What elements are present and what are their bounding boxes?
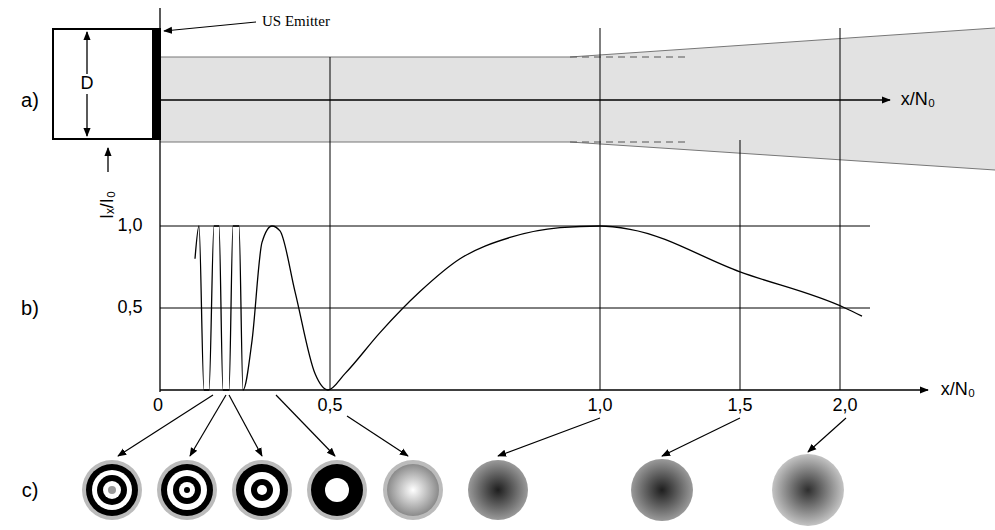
beam-cross-section xyxy=(387,464,439,516)
beam-cross-section xyxy=(631,459,693,521)
tick-label: 1,0 xyxy=(117,216,142,236)
tick-label: 1,0 xyxy=(587,396,612,416)
pointer-arrow xyxy=(190,395,226,456)
beam-cross-section xyxy=(108,486,116,494)
pointer-arrow xyxy=(347,416,408,456)
y-axis xyxy=(159,8,160,392)
beam-cross-section xyxy=(157,460,217,520)
beam-cross-section xyxy=(92,470,132,510)
beam-cross-section xyxy=(383,460,443,520)
part-label: US Emitter xyxy=(262,13,330,30)
beam-cross-section xyxy=(97,475,127,505)
grid-line xyxy=(160,226,870,227)
beam-cross-section xyxy=(251,479,273,501)
grid-line xyxy=(160,308,870,309)
grid-line xyxy=(840,28,841,390)
beam-edge xyxy=(570,28,995,57)
grid-line xyxy=(740,140,741,390)
panel-letter: c) xyxy=(22,479,39,501)
panel-letter: a) xyxy=(21,89,39,111)
leader-line xyxy=(164,22,256,31)
axis-label: x/N₀ xyxy=(941,380,975,400)
pointer-arrow xyxy=(229,395,262,456)
tick-label: 0,5 xyxy=(117,298,142,318)
x-axis xyxy=(160,389,928,390)
beam-cross-section xyxy=(161,464,213,516)
axis-label: x/N₀ xyxy=(901,90,935,110)
beam-cross-section xyxy=(184,487,190,493)
panel-letter: b) xyxy=(21,297,39,319)
tick-label: 1,5 xyxy=(727,396,752,416)
beam-cross-section xyxy=(307,460,367,520)
beam-edge xyxy=(160,57,570,58)
emitter-housing: D xyxy=(52,28,155,140)
beam-cross-section xyxy=(173,476,201,504)
tick-label: 0 xyxy=(153,396,163,416)
beam-cross-section xyxy=(179,482,195,498)
pointer-arrow xyxy=(662,418,740,456)
beam-cross-section xyxy=(311,464,363,516)
near-field-boundary xyxy=(570,142,685,143)
beam-cross-section xyxy=(167,470,207,510)
beam-cross-section xyxy=(772,454,844,526)
beam-cross-section xyxy=(232,460,292,520)
axis-arrow xyxy=(107,148,108,172)
near-field-boundary xyxy=(570,57,685,58)
pointer-arrow xyxy=(118,395,213,456)
beam-cross-section xyxy=(257,485,267,495)
beam-cross-section xyxy=(468,460,528,520)
beam-cross-section xyxy=(236,464,288,516)
sound-beam xyxy=(160,28,995,170)
intensity-curve xyxy=(195,226,862,390)
tick-label: 0,5 xyxy=(317,396,342,416)
beam-edge xyxy=(570,142,995,170)
beam-cross-section xyxy=(86,464,138,516)
beam-cross-section xyxy=(103,481,121,499)
grid-line xyxy=(330,57,331,390)
beam-cross-section xyxy=(82,460,142,520)
grid-line xyxy=(600,28,601,390)
tick-label: 2,0 xyxy=(832,396,857,416)
dimension-label: D xyxy=(79,74,96,94)
axis-label: Iₓ/I₀ xyxy=(98,191,118,219)
pointer-arrow xyxy=(498,418,600,456)
x-axis xyxy=(160,99,890,100)
pointer-arrow xyxy=(808,418,846,452)
beam-cross-section xyxy=(325,478,349,502)
beam-cross-section xyxy=(244,472,280,508)
beam-edge xyxy=(160,142,570,143)
